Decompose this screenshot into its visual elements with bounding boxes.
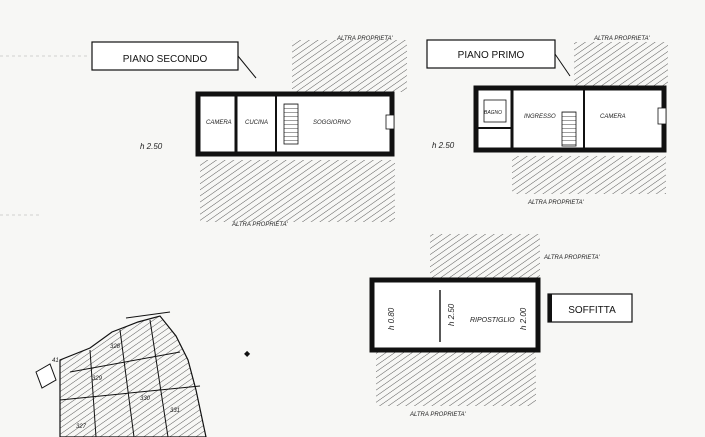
floor-title: PIANO PRIMO <box>458 50 525 61</box>
height-label: h 2.50 <box>140 142 163 151</box>
cadastral-block <box>59 315 207 437</box>
parcel-number: 328 <box>110 344 121 350</box>
parcel-boundary <box>89 349 97 437</box>
small-parcel <box>35 363 57 389</box>
neighbor-bottom-label: ALTRA PROPRIETA' <box>409 412 467 418</box>
title-box <box>426 39 556 69</box>
neighbor-top-label: ALTRA PROPRIETA' <box>336 36 394 42</box>
neighbor-top-label: ALTRA PROPRIETA' <box>543 255 601 261</box>
floor-title: SOFFITTA <box>568 305 616 316</box>
staircase <box>283 103 299 145</box>
height-label: h 0.80 <box>387 307 396 330</box>
height-label: h 2.50 <box>432 141 455 150</box>
parcel-boundary <box>119 329 135 437</box>
staircase <box>561 111 577 147</box>
neighbor-hatch-top <box>292 40 407 92</box>
room-label: SOGGIORNO <box>313 120 351 126</box>
parcel-boundary <box>69 351 181 373</box>
neighbor-hatch-bottom <box>376 352 536 406</box>
building-outline <box>371 279 539 351</box>
room-label: CAMERA <box>600 114 626 120</box>
parcel-number: 331 <box>170 408 180 414</box>
window <box>657 107 667 125</box>
map-marker: ◆ <box>244 349 251 358</box>
boundary-line <box>125 311 171 319</box>
parcel-boundary <box>59 385 201 401</box>
room-label: CUCINA <box>245 120 268 126</box>
neighbor-hatch-bottom <box>200 160 395 222</box>
floor-second: ALTRA PROPRIETA' ALTRA PROPRIETA' PIANO … <box>91 36 407 228</box>
floor-first: ALTRA PROPRIETA' ALTRA PROPRIETA' PIANO … <box>426 36 668 206</box>
room-label: RIPOSTIGLIO <box>470 317 515 324</box>
parcel-boundary <box>149 319 169 437</box>
neighbor-hatch-top <box>574 42 668 86</box>
title-pointer <box>237 55 257 79</box>
parcel-number: 41 <box>52 358 59 364</box>
building-walls <box>369 277 541 353</box>
cadastral-map: 41 328 329 327 330 331 ◆ <box>35 311 251 437</box>
room-label: BAGNO <box>484 110 502 116</box>
parcel-number: 330 <box>140 396 151 402</box>
neighbor-top-label: ALTRA PROPRIETA' <box>593 36 651 42</box>
title-pointer <box>554 53 571 77</box>
floor-attic: ALTRA PROPRIETA' ALTRA PROPRIETA' RIPOST… <box>369 234 633 418</box>
title-box-edge <box>548 294 552 322</box>
room-label: CAMERA <box>206 120 232 126</box>
parcel-number: 327 <box>76 424 87 430</box>
neighbor-hatch-bottom <box>512 156 666 194</box>
floor-title: PIANO SECONDO <box>123 54 208 65</box>
height-label: h 2.00 <box>519 307 528 330</box>
neighbor-bottom-label: ALTRA PROPRIETA' <box>231 222 289 228</box>
parcel-number: 329 <box>92 376 103 382</box>
neighbor-hatch-top <box>430 234 540 280</box>
room-label: INGRESSO <box>524 114 556 120</box>
height-label: h 2.50 <box>447 303 456 326</box>
bathroom-fixture <box>483 99 507 123</box>
window <box>385 114 395 130</box>
neighbor-bottom-label: ALTRA PROPRIETA' <box>527 200 585 206</box>
